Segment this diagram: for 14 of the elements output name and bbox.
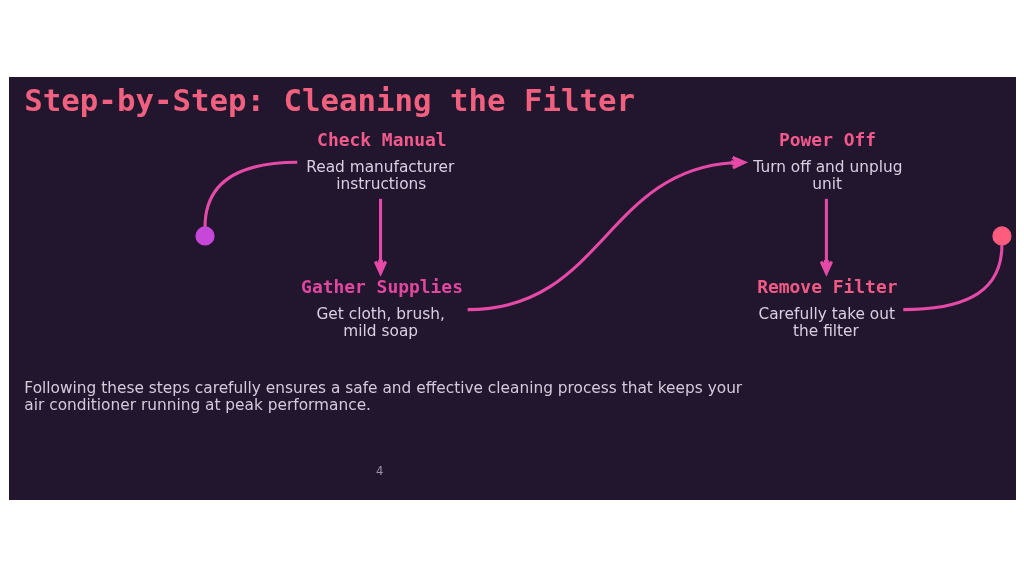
- connector: [902, 244, 1003, 311]
- connector: [203, 160, 297, 227]
- arrow: [467, 155, 746, 311]
- caption: Following these steps carefully ensures a safe and effective cleaning process that keeps your air conditioner running at peak performance.: [23, 378, 742, 414]
- node-circle: [194, 225, 215, 246]
- node-text: Remove Filter Carefully take out the filter: [756, 275, 897, 340]
- diagram-title: Step-by-Step: Cleaning the Filter: [23, 81, 635, 118]
- arrow: [819, 198, 833, 275]
- node-text: Power Off Turn off and unplug unit: [752, 128, 902, 193]
- node-circle: [991, 225, 1011, 246]
- arrow: [373, 198, 387, 275]
- node-text: Gather Supplies Get cloth, brush, mild soap: [300, 275, 463, 340]
- label: 4: [375, 463, 383, 478]
- node-text: Check Manual Read manufacturer instructions: [305, 128, 454, 193]
